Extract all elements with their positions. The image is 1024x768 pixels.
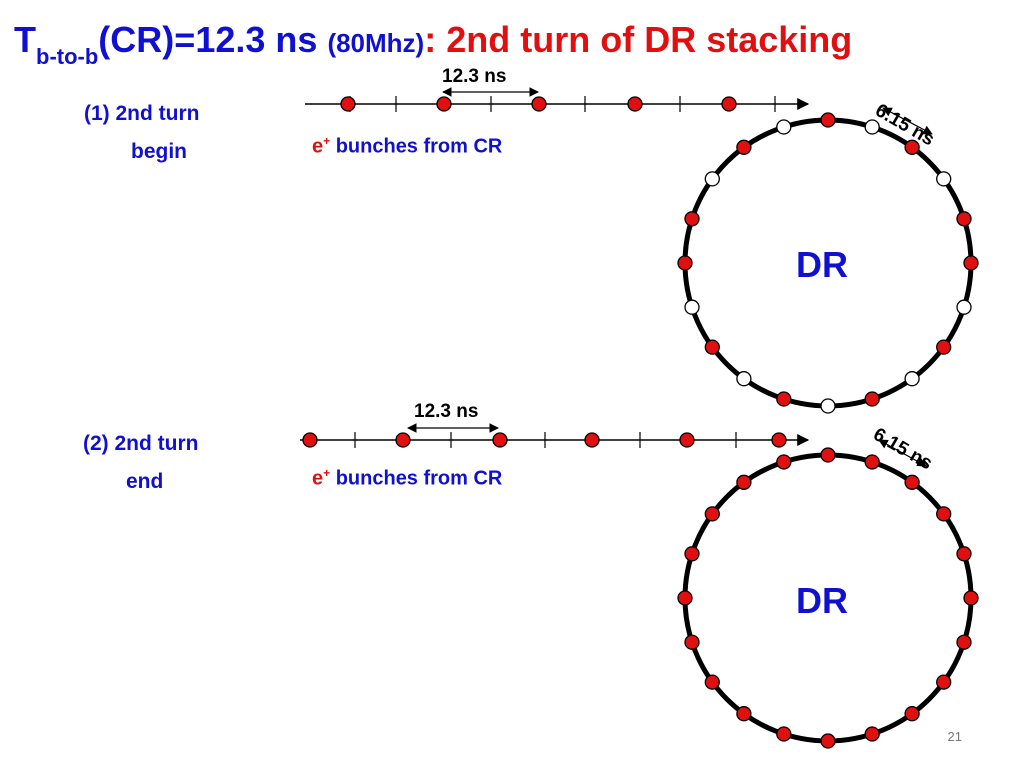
positron-symbol: e	[312, 467, 324, 490]
ring-bunch-filled	[736, 139, 752, 155]
title-value: 12.3	[195, 19, 266, 60]
cr-bunch	[627, 96, 643, 112]
ring-bucket-empty	[704, 171, 720, 187]
ring-bunch-filled	[776, 726, 792, 742]
positron-charge: +	[323, 466, 331, 480]
cr-bunch	[584, 432, 600, 448]
title-equals: =	[174, 19, 196, 60]
title-paren: (CR)	[98, 19, 175, 60]
ring-bucket-empty	[904, 371, 920, 387]
ring-bunch-filled	[684, 211, 700, 227]
ring-label-1: DR	[796, 244, 848, 285]
ring-bunch-filled	[820, 112, 836, 128]
ring-bunch-filled	[704, 339, 720, 355]
title-unit: ns	[275, 19, 318, 60]
ring-bucket-empty	[820, 398, 836, 414]
ring-bunch-filled	[677, 255, 693, 271]
ring-bunch-filled	[677, 590, 693, 606]
ring-bunch-filled	[956, 634, 972, 650]
ring-bucket-empty	[776, 119, 792, 135]
ring-bunch-filled	[820, 733, 836, 749]
ring-bunch-filled	[963, 590, 979, 606]
ring-bunch-filled	[956, 546, 972, 562]
damping-ring	[682, 452, 974, 744]
bunch-caption-2: e+ bunches from CR	[312, 466, 502, 491]
ring-bunch-filled	[776, 454, 792, 470]
cr-spacing-label-2: 12.3 ns	[414, 401, 479, 422]
ring-label-2: DR	[796, 580, 848, 621]
cr-bunch	[679, 432, 695, 448]
ring-bunch-filled	[936, 339, 952, 355]
ring-bunch-filled	[864, 454, 880, 470]
ring-spacing-arrow	[882, 107, 933, 135]
step-1-line-1: (1) 2nd turn	[84, 102, 200, 125]
ring-bunch-filled	[956, 211, 972, 227]
ring-bunch-filled	[904, 139, 920, 155]
ring-bucket-empty	[956, 299, 972, 315]
cr-spacing-label-1: 12.3 ns	[442, 66, 507, 87]
cr-bunch	[340, 96, 356, 112]
ring-bunch-filled	[684, 634, 700, 650]
caption-text: bunches from CR	[330, 467, 503, 490]
cr-bunch	[436, 96, 452, 112]
ring-bunch-filled	[936, 506, 952, 522]
cr-bunch	[721, 96, 737, 112]
damping-ring	[682, 117, 974, 409]
ring-bucket-empty	[684, 299, 700, 315]
title-colon: :	[424, 19, 437, 60]
ring-bunch-filled	[736, 706, 752, 722]
ring-bunch-filled	[736, 474, 752, 490]
step-2-line-1: (2) 2nd turn	[83, 432, 199, 455]
positron-charge: +	[323, 134, 331, 148]
ring-bucket-empty	[736, 371, 752, 387]
title-highlight: 2nd turn of DR stacking	[446, 19, 853, 60]
cr-bunch	[771, 432, 787, 448]
title-frequency: (80Mhz)	[327, 28, 425, 58]
cr-bunch	[492, 432, 508, 448]
ring-bunch-filled	[963, 255, 979, 271]
ring-bunch-filled	[776, 391, 792, 407]
cr-bunch	[302, 432, 318, 448]
ring-bunch-filled	[904, 706, 920, 722]
ring-bunch-filled	[864, 391, 880, 407]
step-2-line-2: end	[126, 470, 164, 493]
ring-bunch-filled	[904, 474, 920, 490]
ring-spacing-arrow	[878, 439, 927, 467]
ring-bunch-filled	[864, 726, 880, 742]
ring-bunch-filled	[820, 447, 836, 463]
ring-bunch-filled	[936, 674, 952, 690]
title-subscript: b-to-b	[36, 44, 99, 69]
bunch-caption-1: e+ bunches from CR	[312, 134, 502, 159]
ring-bunch-filled	[684, 546, 700, 562]
ring-bunch-filled	[704, 506, 720, 522]
cr-bunch	[395, 432, 411, 448]
ring-bucket-empty	[864, 119, 880, 135]
cr-bunch	[531, 96, 547, 112]
caption-text: bunches from CR	[330, 135, 503, 158]
slide-title: Tb-to-b(CR)=12.3 ns (80Mhz): 2nd turn of…	[14, 18, 852, 79]
page-number: 21	[947, 729, 962, 744]
title-symbol: T	[14, 19, 36, 60]
step-1-line-2: begin	[131, 140, 187, 163]
ring-bucket-empty	[936, 171, 952, 187]
ring-bunch-filled	[704, 674, 720, 690]
positron-symbol: e	[312, 135, 324, 158]
